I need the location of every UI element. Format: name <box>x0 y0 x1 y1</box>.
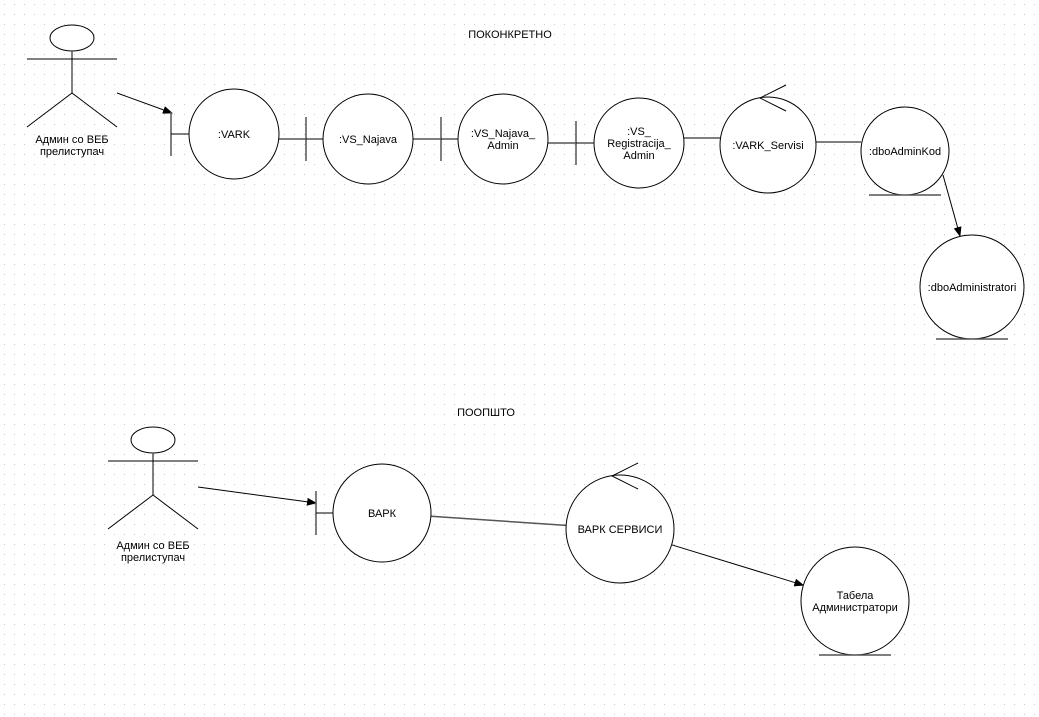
control-arrow-icon <box>758 84 787 112</box>
connection-actor-to-vark <box>116 92 173 114</box>
connection-dbo_admin_kod-to-dbo_administratori <box>942 174 962 237</box>
boundary-circle <box>322 93 414 185</box>
node-label-line: :VS_ <box>627 126 652 138</box>
node-label: :VS_Najava_Admin <box>471 128 536 152</box>
actor-label-line: прелиступач <box>121 552 185 564</box>
node-label-line: :VS_Najava_ <box>471 128 536 140</box>
node-label: :VARK_Servisi <box>732 140 803 152</box>
actor-label-line: Админ со ВЕБ <box>116 540 189 552</box>
actor-label-line: прелиступач <box>40 146 104 158</box>
connection-actor-to-vark_g <box>197 486 317 506</box>
node-label: :dboAdministratori <box>928 282 1017 294</box>
connection-vark_g-to-vark_servisi_g <box>430 515 567 527</box>
boundary-vs_registracija_admin: :VS_Registracija_Admin <box>575 97 685 189</box>
node-label-line: Администратори <box>812 602 898 614</box>
boundary-circle <box>457 93 549 185</box>
control-vark_servisi: :VARK_Servisi <box>719 84 817 194</box>
connection-vark_servisi_g-to-tabela_admin <box>671 544 805 587</box>
node-label: :VS_Najava <box>339 134 398 146</box>
actor-head-icon <box>49 24 95 52</box>
node-label-line: :dboAdminKod <box>869 146 941 158</box>
boundary-circle <box>593 97 685 189</box>
node-label-line: ВАРК <box>368 508 397 520</box>
entity-dbo_administratori: :dboAdministratori <box>919 234 1025 340</box>
control-vark_servisi_g: ВАРК СЕРВИСИ <box>565 462 675 584</box>
entity-dbo_admin_kod: :dboAdminKod <box>860 106 950 196</box>
actor-left-leg <box>26 92 73 128</box>
boundary-circle <box>188 88 280 180</box>
node-label-line: Табела <box>837 590 875 602</box>
control-arrow-icon <box>610 462 639 490</box>
actor-left-leg <box>107 494 154 530</box>
actor-right-leg <box>71 92 118 128</box>
boundary-vark: :VARK <box>170 88 280 180</box>
actor-label-line: Админ со ВЕБ <box>35 134 108 146</box>
boundary-vs_najava_admin: :VS_Najava_Admin <box>440 93 549 185</box>
node-label-line: :VARK <box>218 129 251 141</box>
node-label: ВАРК <box>368 508 397 520</box>
section-title-concrete: ПОКОНКРЕТНО <box>468 29 552 41</box>
node-label-line: :VARK_Servisi <box>732 140 803 152</box>
boundary-vark_g: ВАРК <box>315 463 432 563</box>
node-label-line: Admin <box>623 150 654 162</box>
node-label: :VARK <box>218 129 251 141</box>
boundary-circle <box>332 463 432 563</box>
control-circle <box>719 96 817 194</box>
control-circle <box>565 474 675 584</box>
boundary-vs_najava: :VS_Najava <box>305 93 414 185</box>
actor-right-leg <box>152 494 199 530</box>
node-label: ВАРК СЕРВИСИ <box>578 524 663 536</box>
node-label: :VS_Registracija_Admin <box>607 126 671 162</box>
node-label-line: :VS_Najava <box>339 134 398 146</box>
actor-head-icon <box>130 426 176 454</box>
node-label: :dboAdminKod <box>869 146 941 158</box>
node-label-line: Admin <box>487 140 518 152</box>
section-title-general: ПООПШТО <box>457 407 515 419</box>
node-label-line: :dboAdministratori <box>928 282 1017 294</box>
node-label-line: Registracija_ <box>607 138 671 150</box>
node-label-line: ВАРК СЕРВИСИ <box>578 524 663 536</box>
